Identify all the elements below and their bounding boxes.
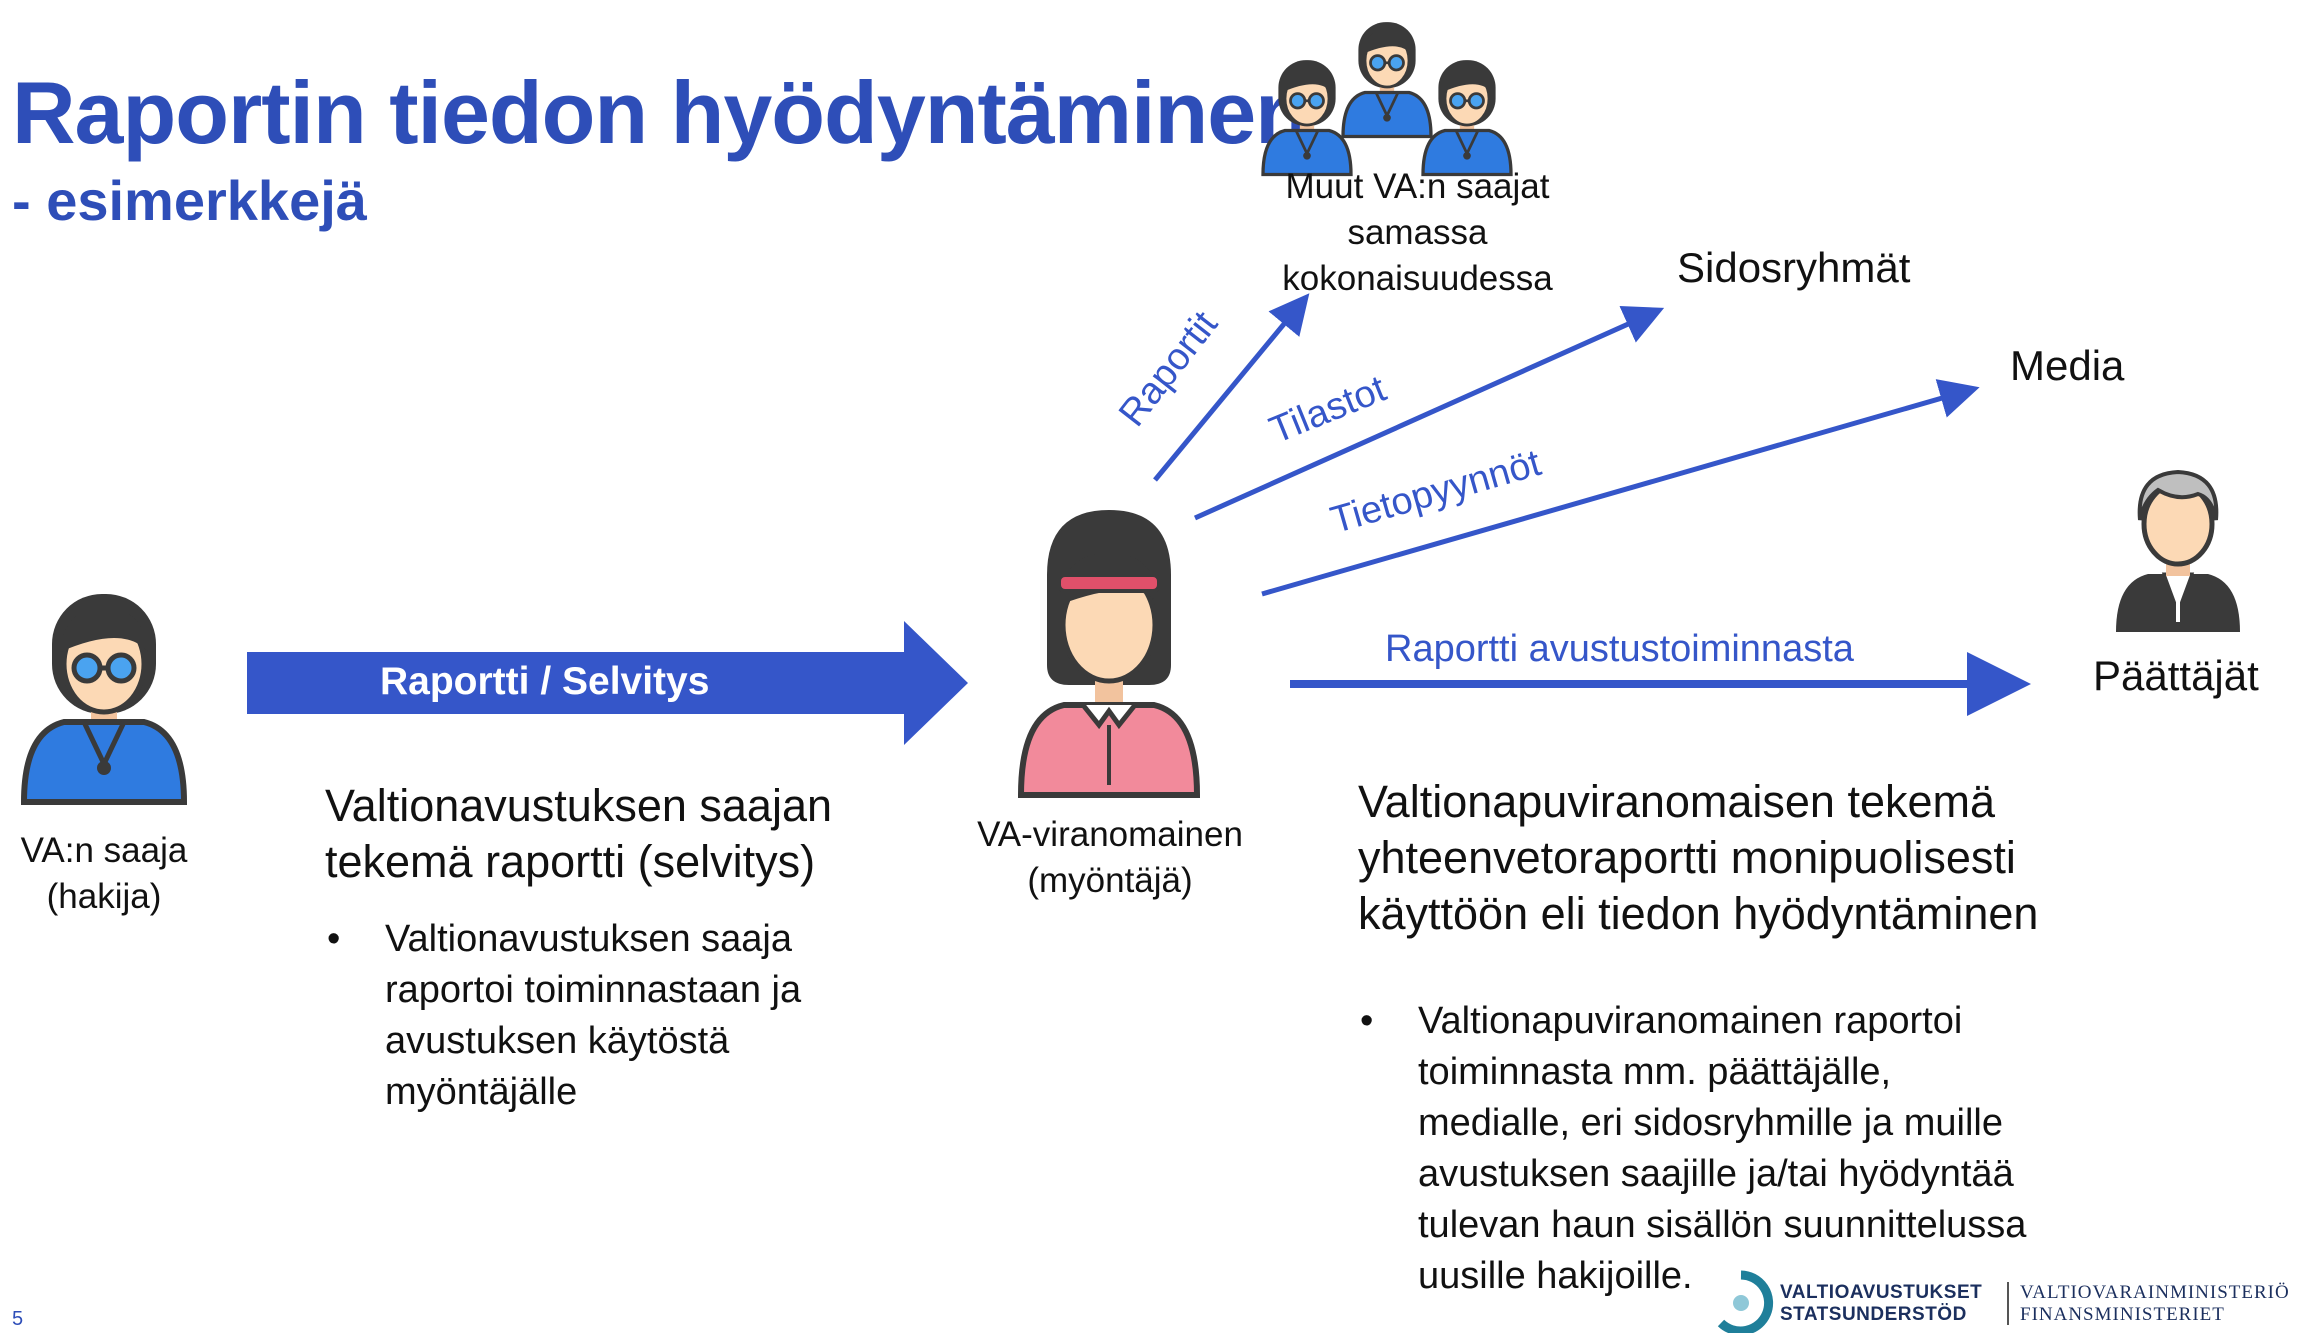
grants-logo-text: VALTIOAVUSTUKSET STATSUNDERSTÖD — [1780, 1282, 1983, 1325]
page-number: 5 — [12, 1308, 24, 1330]
right-heading: Valtionapuviranomaisen tekemä yhteenveto… — [1358, 776, 2039, 939]
bullet-marker: • — [327, 918, 341, 960]
statistics-arrow — [1193, 306, 1665, 521]
decision-maker-icon — [2116, 469, 2240, 632]
stakeholders-label: Sidosryhmät — [1677, 244, 1911, 291]
applicant-label: VA:n saaja (hakija) — [20, 831, 188, 916]
info-requests-arrow — [1261, 379, 1980, 597]
page-subtitle: - esimerkkejä — [12, 169, 367, 232]
media-label: Media — [2010, 342, 2125, 389]
reports-arrow — [1153, 293, 1310, 482]
other-recipients-icon — [1261, 20, 1513, 177]
authority-label: VA-viranomainen (myöntäjä) — [977, 815, 1243, 900]
other-recipients-label: Muut VA:n saajat samassa kokonaisuudessa — [1282, 167, 1553, 298]
bullet-marker: • — [1360, 1000, 1374, 1042]
grants-logo-icon — [1717, 1270, 1774, 1333]
main-arrow-label: Raportti / Selvitys — [380, 660, 710, 703]
main-report-arrow — [247, 621, 968, 745]
applicant-icon — [24, 594, 184, 802]
decision-makers-label: Päättäjät — [2093, 652, 2259, 699]
page-title: Raportin tiedon hyödyntäminen — [12, 63, 1309, 162]
left-heading: Valtionavustuksen saajan tekemä raportti… — [325, 780, 832, 887]
right-bullet: • Valtionapuviranomainen raportoi toimin… — [1360, 996, 2026, 1302]
ministry-logo-text: VALTIOVARAINMINISTERIÖ FINANSMINISTERIET — [2020, 1282, 2290, 1325]
authority-icon — [1017, 510, 1201, 798]
left-bullet: • Valtionavustuksen saaja raportoi toimi… — [327, 914, 801, 1118]
activity-report-label: Raportti avustustoiminnasta — [1385, 628, 1854, 670]
